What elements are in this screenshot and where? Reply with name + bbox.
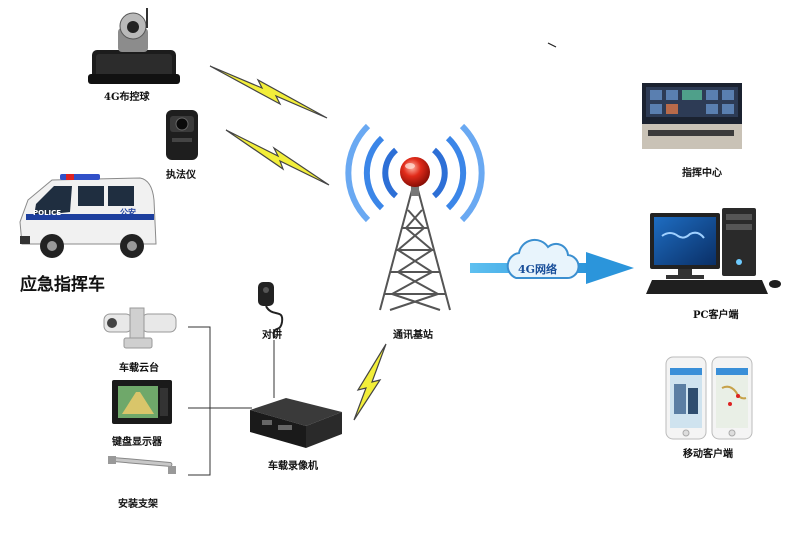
ptz-camera-case-icon — [88, 8, 180, 84]
keyboard-icon — [646, 280, 781, 294]
lightning-bolt-3 — [353, 343, 387, 421]
vehicle-recorder-icon — [250, 398, 342, 448]
label-vehicle-ptz: 车载云台 — [119, 363, 159, 374]
keyboard-display-icon — [112, 380, 172, 424]
lightning-bolt-2 — [225, 129, 330, 186]
cloud-icon — [506, 238, 580, 280]
pc-tower-icon — [722, 208, 756, 276]
label-keyboard-display: 键盘显示器 — [112, 437, 162, 448]
handheld-mic-icon — [258, 282, 284, 339]
van-gongan-text: 公安 — [120, 208, 136, 217]
van-police-text: POLICE — [33, 209, 62, 217]
pc-monitor-icon — [650, 213, 720, 279]
mounting-bracket-icon — [108, 456, 176, 474]
label-mount-bracket: 安装支架 — [118, 499, 158, 510]
label-mobile-client: 移动客户端 — [683, 449, 733, 460]
connection-lines — [188, 326, 275, 476]
body-camera-icon — [166, 110, 198, 160]
lightning-bolt-1 — [209, 65, 328, 119]
mobile-phone-2-icon — [711, 356, 753, 440]
label-intercom: 对讲 — [262, 330, 282, 341]
label-pc-client: PC客户端 — [693, 310, 739, 321]
vehicle-ptz-camera-icon — [103, 307, 177, 349]
label-body-cam: 执法仪 — [166, 170, 196, 181]
mobile-phone-1-icon — [665, 356, 707, 440]
command-center-image — [642, 83, 742, 149]
label-vehicle-recorder: 车载录像机 — [268, 461, 318, 472]
stray-mark — [547, 42, 557, 48]
police-van-icon — [19, 174, 157, 258]
label-vehicle: 应急指挥车 — [20, 275, 105, 295]
label-command-center: 指挥中心 — [682, 168, 722, 179]
label-base-station: 通讯基站 — [393, 330, 433, 341]
label-4g-ptz: 4G布控球 — [104, 92, 150, 103]
base-station-icon — [345, 123, 485, 311]
label-network: 4G网络 — [518, 263, 558, 276]
